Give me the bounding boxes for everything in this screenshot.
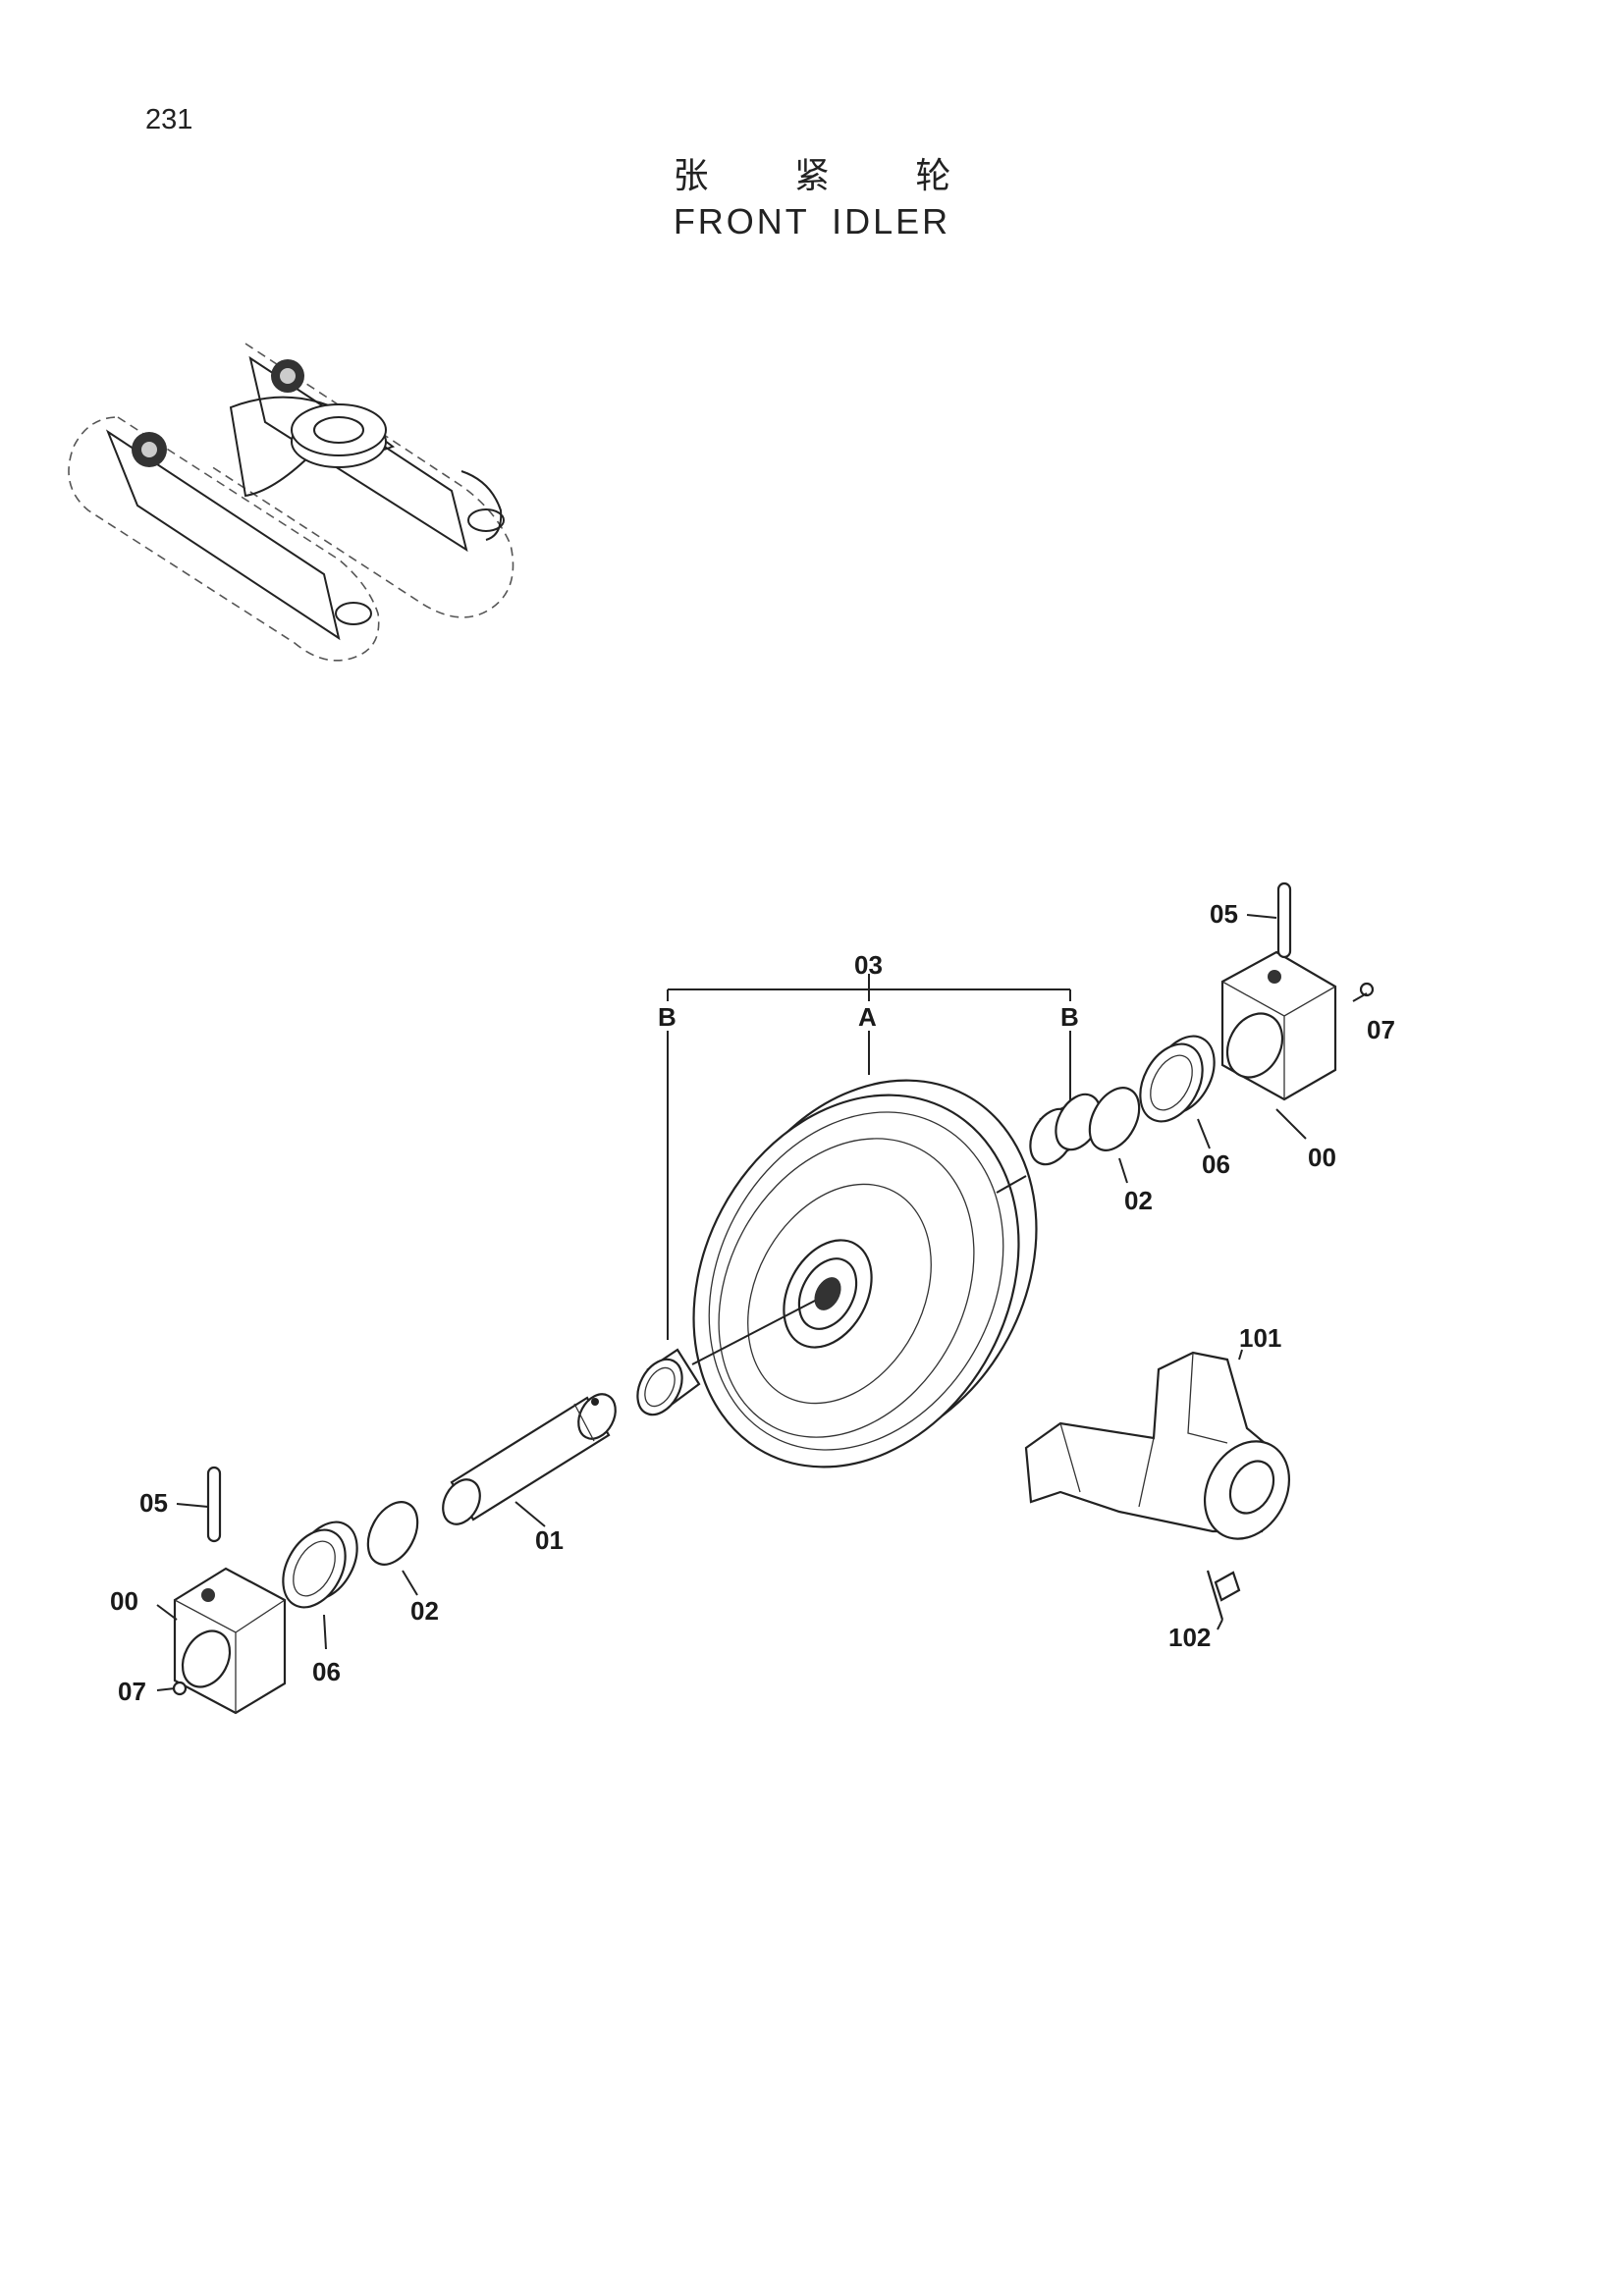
callout-B-left: B	[658, 1002, 677, 1032]
callout-06-right: 06	[1202, 1149, 1230, 1179]
callout-01: 01	[535, 1525, 564, 1555]
bushing-left	[636, 1348, 701, 1416]
callout-07-right: 07	[1367, 1015, 1395, 1044]
callout-02-left: 02	[410, 1596, 439, 1626]
idler-highlight-rear	[271, 359, 304, 393]
support-bracket	[1024, 1351, 1291, 1540]
title-english: FRONT IDLER	[673, 201, 951, 241]
track-frame-locator-thumbnail	[68, 343, 514, 662]
o-ring-left	[366, 1501, 419, 1566]
seal-right	[1139, 1035, 1216, 1123]
idler-highlight-front	[132, 432, 167, 467]
callout-00-right: 00	[1308, 1143, 1336, 1172]
callout-07-left: 07	[118, 1677, 146, 1706]
seal-left	[282, 1521, 358, 1609]
page-number: 231	[145, 104, 193, 135]
shaft	[442, 1393, 617, 1525]
fitting-left	[172, 1681, 188, 1696]
bearing-block-right	[1220, 950, 1337, 1101]
assembly-axis-lines	[691, 1175, 1027, 1365]
callout-102: 102	[1168, 1623, 1211, 1652]
leader-lines	[156, 914, 1368, 1691]
callout-05-left: 05	[139, 1488, 168, 1518]
o-ring-right	[1088, 1087, 1141, 1151]
callout-03: 03	[854, 950, 883, 980]
idler-wheel	[692, 1079, 1038, 1468]
callout-101: 101	[1239, 1323, 1281, 1353]
bearing-block-left	[173, 1567, 287, 1715]
callout-06-left: 06	[312, 1657, 341, 1686]
bolt	[1206, 1570, 1241, 1621]
callout-02-right: 02	[1124, 1186, 1153, 1215]
callout-A: A	[858, 1002, 877, 1032]
title-chinese: 张 紧 轮	[673, 156, 989, 196]
pin-right	[1276, 881, 1292, 959]
callout-00-left: 00	[110, 1586, 138, 1616]
pin-left	[206, 1466, 222, 1543]
callout-B-right: B	[1060, 1002, 1079, 1032]
callout-05-right: 05	[1210, 899, 1238, 929]
callout-labels: 03 A B B 05 07 00 06 02 101 102 01 05 00…	[110, 899, 1395, 1706]
fitting-right	[1359, 982, 1375, 997]
